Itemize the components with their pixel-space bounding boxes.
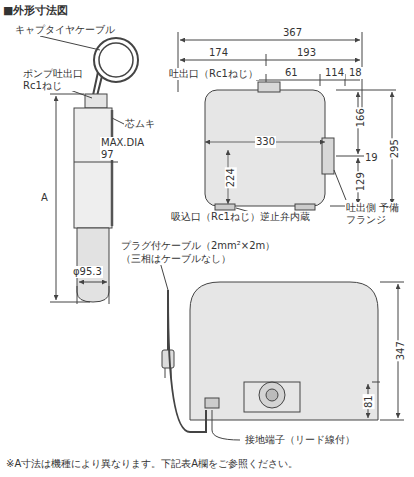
dimension-label: 19 (364, 152, 379, 164)
dimension-label: ポンプ吐出口 Rc1ねじ (22, 68, 86, 91)
dimension-label: キャプタイヤケーブル (14, 24, 116, 36)
dimension-label: 174 (208, 47, 229, 59)
dimension-label: A (40, 192, 49, 204)
footnote: ※A寸法は機種により異なります。下記表A欄をご参照ください。 (6, 457, 298, 471)
dimension-label: 81 (363, 394, 375, 409)
dimension-label: MAX.DIA 97 (100, 137, 148, 160)
dimension-label: 61 (284, 67, 299, 79)
dimension-label: 吸込口（Rc1ねじ）逆止弁内蔵 (170, 211, 311, 223)
dimension-label: プラグ付ケーブル（2mm²×2m） (120, 240, 276, 252)
dimension-label: 166 (355, 107, 367, 128)
dimension-label: 114 (324, 67, 345, 79)
dimension-label: 367 (282, 27, 303, 39)
dimension-label: 芯ムキ (124, 118, 156, 130)
dimension-label: 接地端子（リード線付） (244, 434, 356, 446)
dimension-label: 吐出口（Rc1ねじ） (168, 68, 259, 80)
dimension-label: 129 (355, 171, 367, 192)
dimension-label: φ95.3 (72, 266, 103, 278)
dimension-label: 330 (255, 136, 276, 148)
dimension-label: 吐出側 予備フランジ (345, 202, 409, 225)
dimension-label: 18 (348, 67, 363, 79)
dimension-label: 193 (296, 47, 317, 59)
dimension-label: 224 (225, 167, 237, 188)
sheet-title: ■外形寸法図 (3, 3, 68, 18)
dimension-label: （三相はケーブルなし） (120, 253, 232, 265)
dimension-label: 347 (395, 340, 407, 361)
dimension-label: 295 (389, 138, 401, 159)
